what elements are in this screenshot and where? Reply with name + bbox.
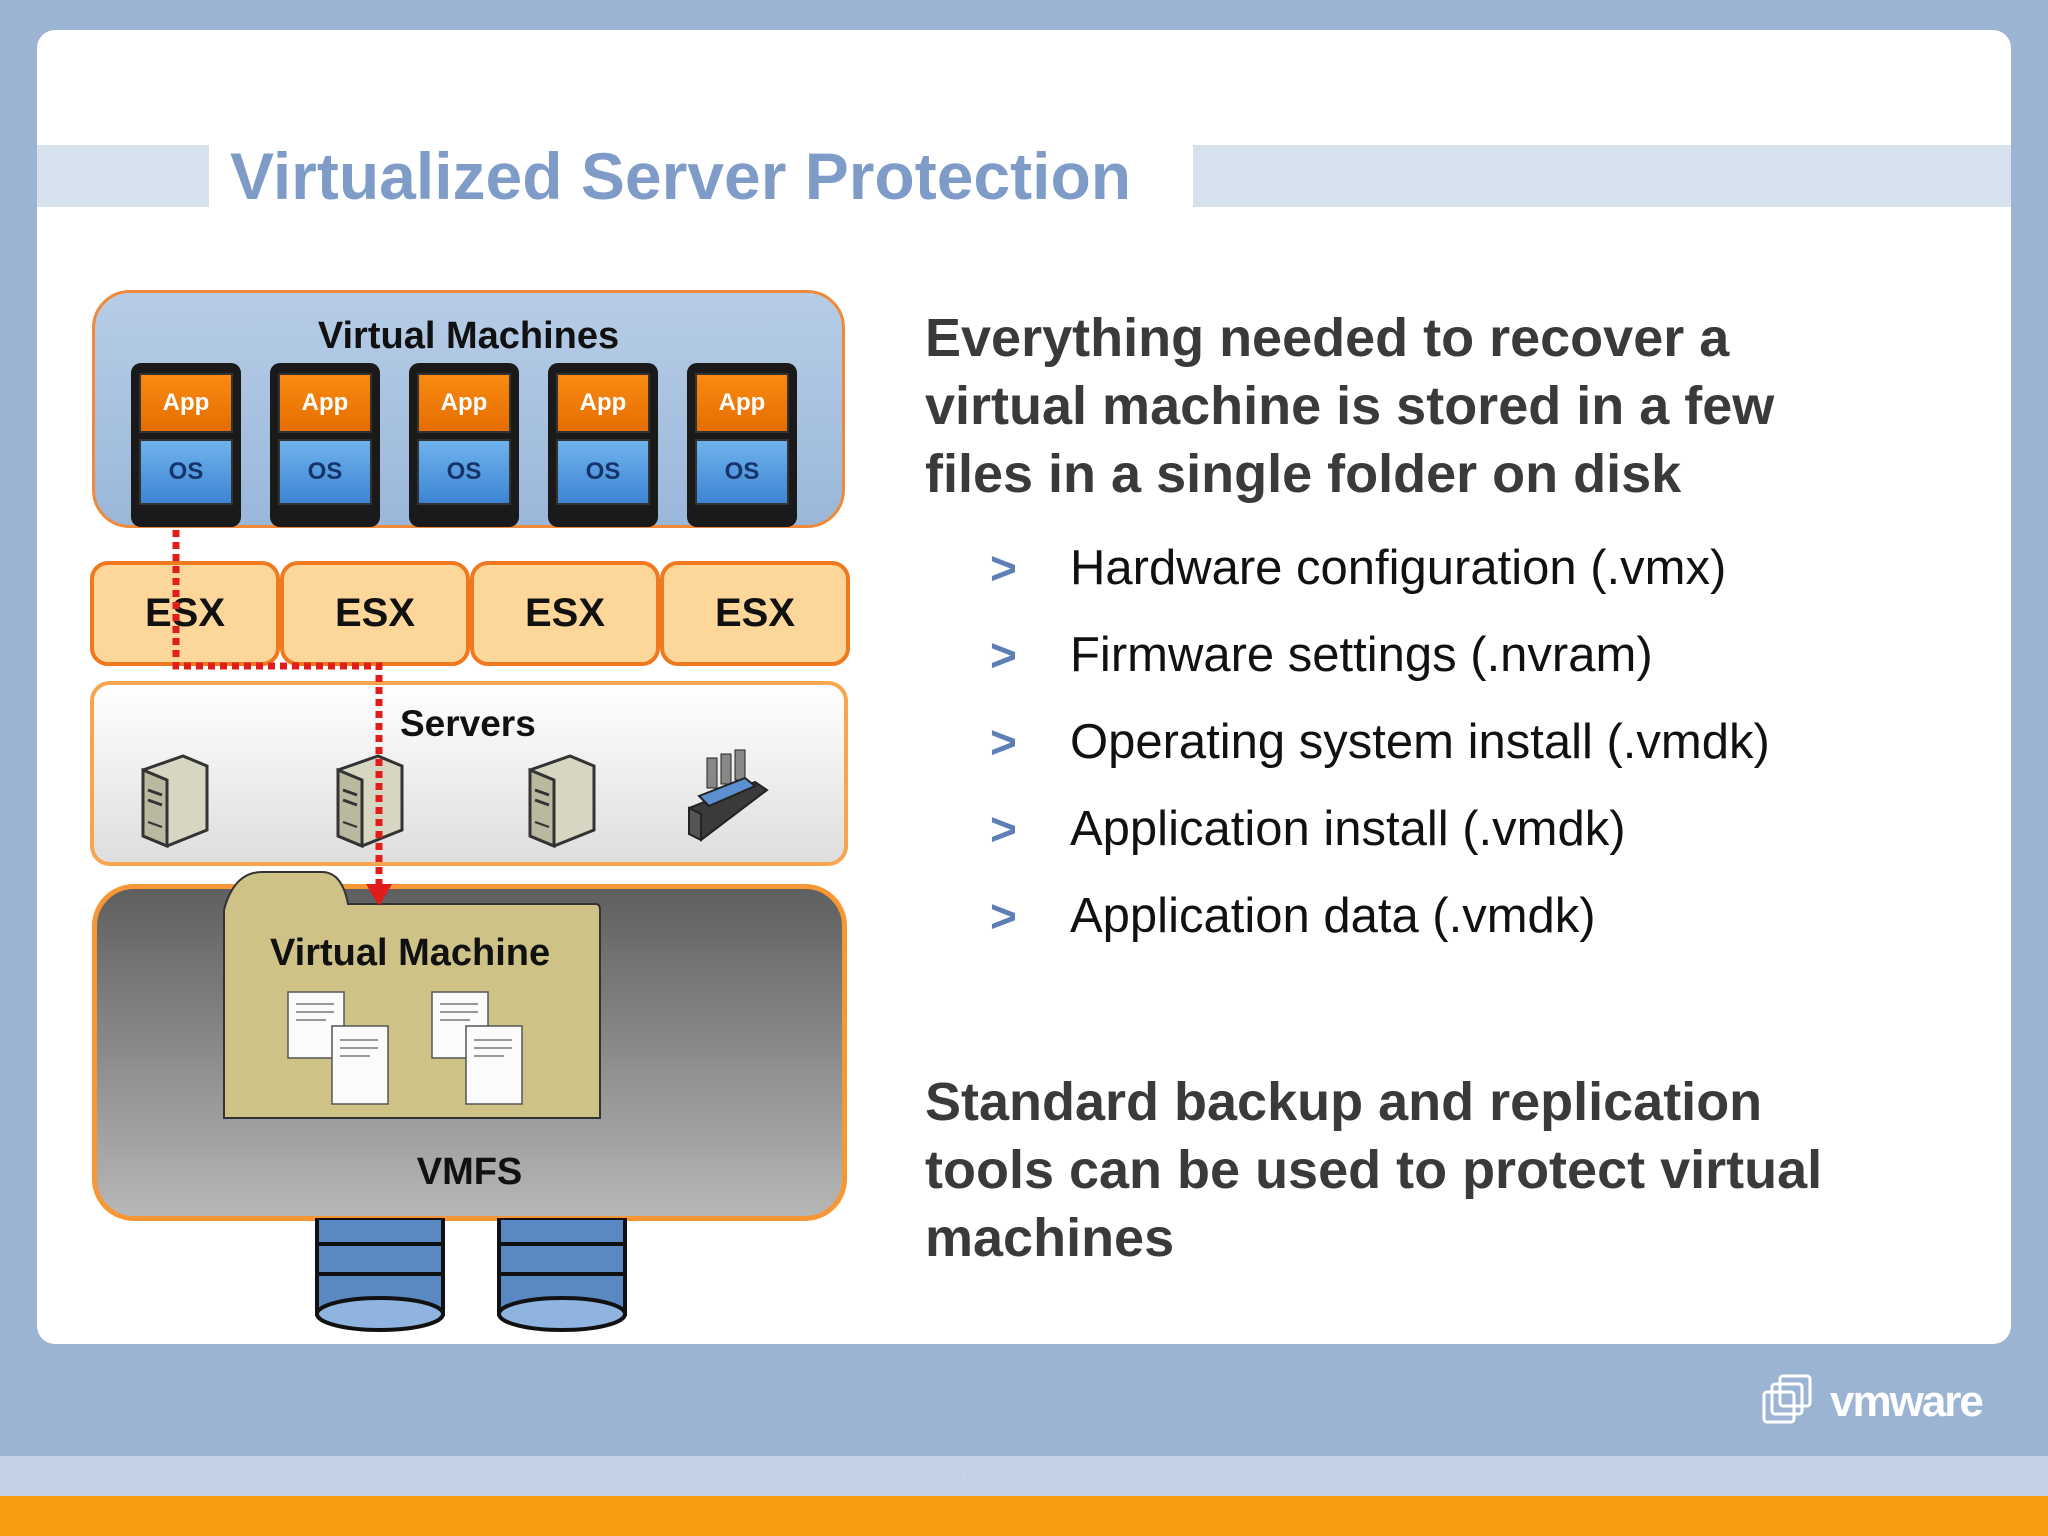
vmware-logo-icon xyxy=(1762,1374,1812,1424)
footer-strip xyxy=(0,1456,2048,1496)
vm-os-block: OS xyxy=(417,439,511,505)
vm-os-block: OS xyxy=(556,439,650,505)
page-number: 15 xyxy=(955,1462,987,1493)
vm-os-block: OS xyxy=(278,439,372,505)
tower-server-icon xyxy=(336,754,404,849)
headline-line: Everything needed to recover a xyxy=(925,308,1730,368)
esx-host-1: ESX xyxy=(90,561,280,666)
footer-accent-strip xyxy=(0,1496,2048,1536)
list-item-text: Firmware settings (.nvram) xyxy=(1070,628,1653,682)
tower-server-icon xyxy=(141,754,209,849)
headline-line: Standard backup and replication xyxy=(925,1072,1763,1132)
vm-1: App OS xyxy=(131,363,241,527)
vm-3: App OS xyxy=(409,363,519,527)
vmfs-label: VMFS xyxy=(416,1151,523,1193)
database-disk-icon xyxy=(497,1218,627,1332)
vm-app-block: App xyxy=(417,373,511,433)
esx-host-2: ESX xyxy=(280,561,470,666)
vmware-logo-text: vmware xyxy=(1830,1377,1982,1426)
title-band-right xyxy=(1193,145,2011,207)
vm-app-block: App xyxy=(278,373,372,433)
list-item-text: Application install (.vmdk) xyxy=(1070,802,1626,856)
vm-os-block: OS xyxy=(695,439,789,505)
headline-line: virtual machine is stored in a few xyxy=(925,376,1775,436)
list-item-text: Operating system install (.vmdk) xyxy=(1070,715,1770,769)
slide-title: Virtualized Server Protection xyxy=(230,139,1132,213)
chevron-right-icon: > xyxy=(990,542,1017,594)
vmware-logo: vmware xyxy=(1762,1374,1984,1426)
esx-host-3: ESX xyxy=(470,561,660,666)
chevron-right-icon: > xyxy=(990,890,1017,942)
vm-app-block: App xyxy=(695,373,789,433)
vm-os-block: OS xyxy=(139,439,233,505)
headline-line: tools can be used to protect virtual xyxy=(925,1140,1823,1200)
database-disk-icon xyxy=(315,1218,445,1332)
headline-line: files in a single folder on disk xyxy=(925,444,1682,504)
vm-5: App OS xyxy=(687,363,797,527)
virtual-machines-title: Virtual Machines xyxy=(317,315,620,357)
esx-host-4: ESX xyxy=(660,561,850,666)
servers-label: Servers xyxy=(400,703,536,744)
headline-recover: Everything needed to recover a virtual m… xyxy=(925,304,1985,508)
headline-line: machines xyxy=(925,1208,1175,1268)
chevron-right-icon: > xyxy=(990,716,1017,768)
tower-server-icon xyxy=(528,754,596,849)
vm-2: App OS xyxy=(270,363,380,527)
virtual-machines-panel: Virtual Machines App OS App OS App OS Ap… xyxy=(92,290,845,528)
vm-4: App OS xyxy=(548,363,658,527)
chevron-right-icon: > xyxy=(990,803,1017,855)
vm-app-block: App xyxy=(556,373,650,433)
folder-label: Virtual Machine xyxy=(270,932,551,974)
list-item-text: Hardware configuration (.vmx) xyxy=(1070,541,1727,595)
title-band-left xyxy=(37,145,209,207)
vm-app-block: App xyxy=(139,373,233,433)
blade-server-icon xyxy=(687,749,769,842)
folder-icon xyxy=(223,871,601,1119)
chevron-right-icon: > xyxy=(990,629,1017,681)
list-item-text: Application data (.vmdk) xyxy=(1070,889,1596,943)
headline-backup: Standard backup and replication tools ca… xyxy=(925,1068,1985,1272)
